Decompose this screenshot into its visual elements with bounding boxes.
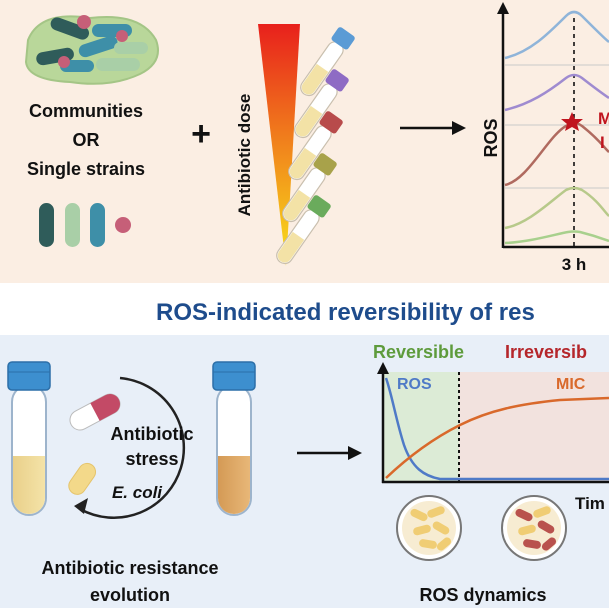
ros-axis-label: ROS — [481, 118, 501, 157]
ros-curve-2 — [504, 73, 609, 112]
bottom-arrow-icon — [297, 446, 362, 460]
caption-left-line1: Antibiotic resistance — [41, 558, 218, 578]
antibiotic-tube-series — [276, 27, 355, 265]
irreversible-culture-dish-icon — [501, 495, 567, 561]
annotation-partial: M — [598, 109, 609, 128]
annotation-partial-2: I — [600, 133, 605, 152]
ros-y-axis-arrow-icon — [497, 2, 509, 14]
ros-curve-1 — [504, 10, 609, 60]
antibiotic-tube-icon — [300, 27, 355, 97]
test-tube-right-icon — [212, 361, 256, 516]
ros-curve-5 — [504, 230, 609, 245]
ecoli-cell-icon — [68, 462, 97, 495]
time-tick-label: 3 h — [562, 255, 587, 274]
irreversible-label: Irreversib — [505, 342, 587, 362]
section-title: ROS-indicated reversibility of res — [156, 299, 535, 326]
mic-line — [385, 396, 609, 479]
bacterial-community-icon — [24, 15, 159, 85]
ros-chart: M I ROS 3 h — [481, 2, 609, 274]
ros-mic-y-axis-arrow-icon — [377, 362, 389, 374]
time-axis-label: Tim — [575, 494, 605, 513]
test-tube-left-icon — [7, 361, 51, 516]
ros-mic-chart: Reversible Irreversib ROS MIC Tim — [373, 342, 609, 513]
plus-sign: + — [191, 115, 211, 153]
left-label-line1: Communities — [29, 101, 143, 121]
reversible-culture-dish-icon — [396, 495, 462, 561]
antibiotic-tube-icon — [276, 195, 331, 265]
antibiotic-tube-icon — [288, 111, 343, 181]
cycle-text-line3: E. coli — [112, 483, 163, 502]
reversible-region — [383, 372, 459, 482]
top-arrow-icon — [400, 121, 466, 135]
reversible-label: Reversible — [373, 342, 464, 362]
antibiotic-capsule-icon — [69, 393, 121, 431]
antibiotic-tube-icon — [294, 69, 349, 139]
left-label-line2: OR — [73, 130, 100, 150]
ros-legend: ROS — [397, 376, 432, 393]
antibiotic-tube-icon — [282, 153, 337, 223]
evolution-cycle-arrow-icon — [74, 376, 186, 519]
caption-left-line2: evolution — [90, 585, 170, 605]
star-marker-icon — [561, 112, 583, 131]
cycle-text-line2: stress — [125, 449, 178, 469]
left-label-line3: Single strains — [27, 159, 145, 179]
cycle-text-line1: Antibiotic — [111, 424, 194, 444]
ros-curve-4 — [504, 186, 609, 230]
single-strains-icon — [39, 203, 131, 247]
dose-label: Antibiotic dose — [235, 94, 254, 217]
irreversible-region — [459, 372, 609, 482]
ros-line — [384, 377, 609, 481]
caption-right: ROS dynamics — [419, 585, 546, 605]
mic-legend: MIC — [556, 376, 586, 393]
